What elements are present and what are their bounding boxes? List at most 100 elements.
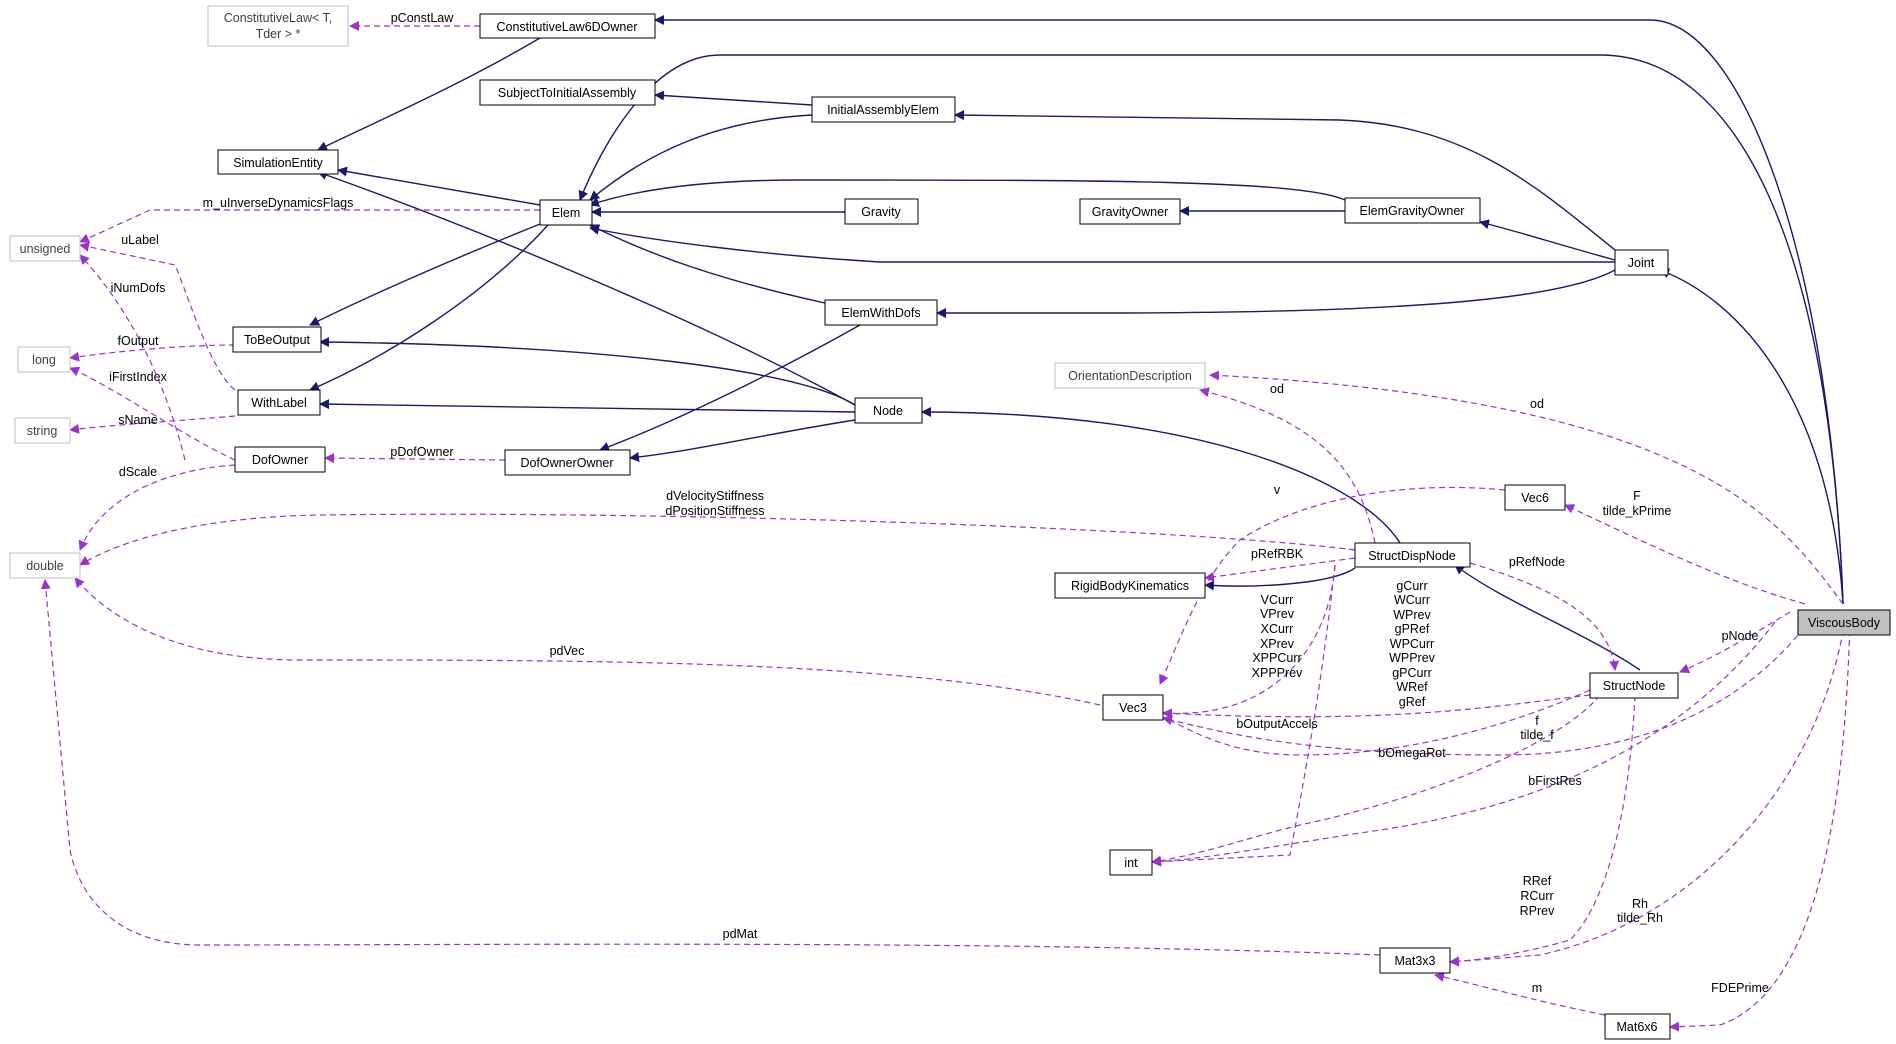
edge-foutput	[69, 344, 236, 362]
edge-label-ifirstindex: iFirstIndex	[109, 370, 167, 384]
node-label: unsigned	[20, 242, 71, 256]
node-withlabel[interactable]: WithLabel	[237, 389, 321, 416]
edge-pnode	[1679, 611, 1791, 674]
node-structdispnode[interactable]: StructDispNode	[1354, 542, 1471, 568]
edge-label-pdvec: pdVec	[550, 644, 585, 658]
node-int[interactable]: int	[1109, 849, 1153, 876]
edge-label-f1: f	[1535, 714, 1539, 728]
edge-elem-simulationentity	[337, 166, 541, 206]
edge-label-wpprev: WPPrev	[1389, 651, 1436, 665]
node-structnode[interactable]: StructNode	[1589, 672, 1679, 699]
edge-elem-tobeoutput	[309, 221, 546, 326]
edge-prefnode	[1469, 562, 1620, 671]
edge-bomegarot	[1162, 619, 1811, 756]
edge-label-gcurr: gCurr	[1396, 579, 1427, 593]
edge-v	[1159, 486, 1506, 685]
node-double[interactable]: double	[9, 552, 81, 579]
node-label: Mat6x6	[1617, 1020, 1658, 1034]
node-label: ElemWithDofs	[841, 306, 920, 320]
node-mat6x6[interactable]: Mat6x6	[1604, 1013, 1671, 1040]
edge-structdispnode-node	[921, 407, 1401, 544]
node-string[interactable]: string	[14, 417, 71, 444]
edge-joint-elem	[589, 224, 1615, 263]
edge-viscousbody-joint	[1659, 268, 1844, 605]
node-dofownerowner[interactable]: DofOwnerOwner	[504, 449, 631, 476]
edge-pdvec	[74, 577, 1101, 706]
node-label: DofOwnerOwner	[520, 456, 613, 470]
edge-elemgravityowner-elem	[589, 179, 1346, 207]
node-initialassemblyelem[interactable]: InitialAssemblyElem	[811, 96, 956, 123]
edge-rh	[1449, 619, 1846, 967]
edge-label-gpref: gPRef	[1395, 622, 1430, 636]
node-dofowner[interactable]: DofOwner	[234, 446, 326, 473]
node-vec3[interactable]: Vec3	[1102, 694, 1164, 721]
node-orientationdescription[interactable]: OrientationDescription	[1054, 362, 1206, 389]
edge-label-rref: RRef	[1523, 874, 1552, 888]
edge-label-vcurr: VCurr	[1261, 593, 1294, 607]
node-unsigned[interactable]: unsigned	[9, 235, 81, 262]
node-label: RigidBodyKinematics	[1071, 579, 1189, 593]
node-node[interactable]: Node	[854, 397, 923, 424]
node-tobeoutput[interactable]: ToBeOutput	[232, 326, 322, 353]
edge-vec3-list2	[1162, 694, 1591, 719]
edge-int-structdispnode	[1151, 564, 1336, 867]
edge-label-xprev: XPrev	[1260, 637, 1295, 651]
node-elem[interactable]: Elem	[539, 199, 593, 226]
edge-pdmat	[40, 579, 1381, 956]
edge-elemwithdofs-elem	[589, 224, 826, 304]
edge-node-tobeoutput	[319, 337, 856, 406]
edge-label-prefrbk: pRefRBK	[1251, 547, 1304, 561]
node-constitutivelaw6downer[interactable]: ConstitutiveLaw6DOwner	[479, 13, 656, 39]
node-constitutivelaw-t[interactable]: ConstitutiveLaw< T, Tder > *	[207, 5, 349, 47]
node-elemgravityowner[interactable]: ElemGravityOwner	[1344, 197, 1481, 224]
node-vec6[interactable]: Vec6	[1504, 484, 1566, 511]
node-label: ViscousBody	[1808, 616, 1881, 630]
edge-label-dscale: dScale	[119, 465, 157, 479]
edge-label-xppprev: XPPPrev	[1252, 666, 1303, 680]
node-gravityowner[interactable]: GravityOwner	[1079, 198, 1181, 225]
edge-f-tildef	[1151, 694, 1601, 866]
edge-label-fdeprime: FDEPrime	[1711, 981, 1769, 995]
edge-m	[1434, 972, 1606, 1016]
node-subjecttoinitialassembly[interactable]: SubjectToInitialAssembly	[479, 79, 656, 106]
edge-label-minversedynamicsflags: m_uInverseDynamicsFlags	[203, 196, 354, 210]
node-mat3x3[interactable]: Mat3x3	[1379, 947, 1451, 974]
node-gravity[interactable]: Gravity	[844, 198, 919, 225]
edge-constitutivelaw6downer-simulationentity	[317, 37, 541, 151]
node-elemwithdofs[interactable]: ElemWithDofs	[824, 299, 938, 326]
edge-label-f: F	[1633, 489, 1641, 503]
edge-label-vec3-list2: gCurr WCurr WPrev gPRef WPCurr WPPrev gP…	[1389, 579, 1436, 709]
node-label: ElemGravityOwner	[1360, 204, 1465, 218]
edge-node-dofownerowner	[629, 419, 856, 462]
edge-label-foutput: fOutput	[118, 334, 160, 348]
node-label: long	[32, 353, 56, 367]
node-label: double	[26, 559, 64, 573]
node-label: SimulationEntity	[233, 156, 323, 170]
node-label: Vec3	[1119, 701, 1147, 715]
edge-od2	[1209, 370, 1844, 605]
node-joint[interactable]: Joint	[1614, 249, 1669, 276]
edge-initialassemblyelem-subjecttoinitialassembly	[654, 90, 813, 106]
edge-pdofowner	[324, 453, 506, 464]
usage-edges	[40, 21, 1851, 1032]
node-long[interactable]: long	[17, 346, 71, 373]
edge-sname	[69, 415, 236, 434]
edge-joint-elemgravityowner	[1479, 219, 1616, 261]
edge-label-vec3-list: VCurr VPrev XCurr XPrev XPPCurr XPPPrev	[1252, 593, 1303, 680]
edge-label-tildef: tilde_f	[1520, 728, 1554, 742]
node-rigidbodykinematics[interactable]: RigidBodyKinematics	[1054, 572, 1206, 599]
node-label: Gravity	[861, 205, 901, 219]
edge-label-dpositionstiffness: dPositionStiffness	[665, 504, 764, 518]
node-label: ConstitutiveLaw6DOwner	[496, 20, 637, 34]
edge-label-pnode: pNode	[1722, 629, 1759, 643]
edge-initialassemblyelem-elem	[589, 114, 813, 201]
edge-label-ulabel: uLabel	[121, 233, 159, 247]
edge-elem-withlabel	[309, 224, 549, 392]
node-simulationentity[interactable]: SimulationEntity	[217, 149, 339, 175]
edge-label-bfirstres: bFirstRes	[1528, 774, 1581, 788]
node-viscousbody[interactable]: ViscousBody	[1797, 609, 1891, 636]
edge-elemwithdofs-dofownerowner	[599, 324, 861, 452]
edge-vec3-list	[1162, 564, 1336, 719]
edge-label-rh: Rh	[1632, 897, 1648, 911]
edge-bfirstres	[1151, 621, 1776, 867]
